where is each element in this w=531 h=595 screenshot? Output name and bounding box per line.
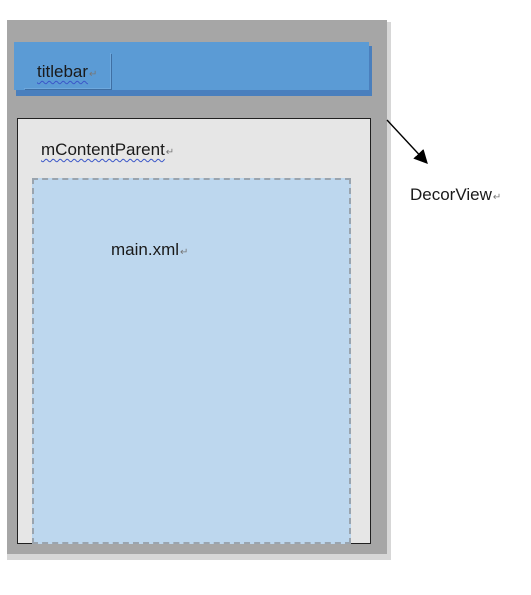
paragraph-mark-icon: ↵: [492, 192, 502, 203]
pointer-arrow-icon: [386, 119, 428, 165]
main-xml-label: main.xml↵: [111, 240, 189, 259]
decor-view-label: DecorView↵: [410, 185, 502, 204]
paragraph-mark-icon: ↵: [180, 247, 189, 258]
content-parent-label: mContentParent↵: [41, 140, 175, 159]
titlebar-label: titlebar↵: [37, 62, 98, 81]
main-xml-box: [32, 178, 351, 544]
titlebar-button-shape: [24, 53, 111, 89]
paragraph-mark-icon: ↵: [89, 69, 98, 80]
paragraph-mark-icon: ↵: [165, 147, 175, 158]
